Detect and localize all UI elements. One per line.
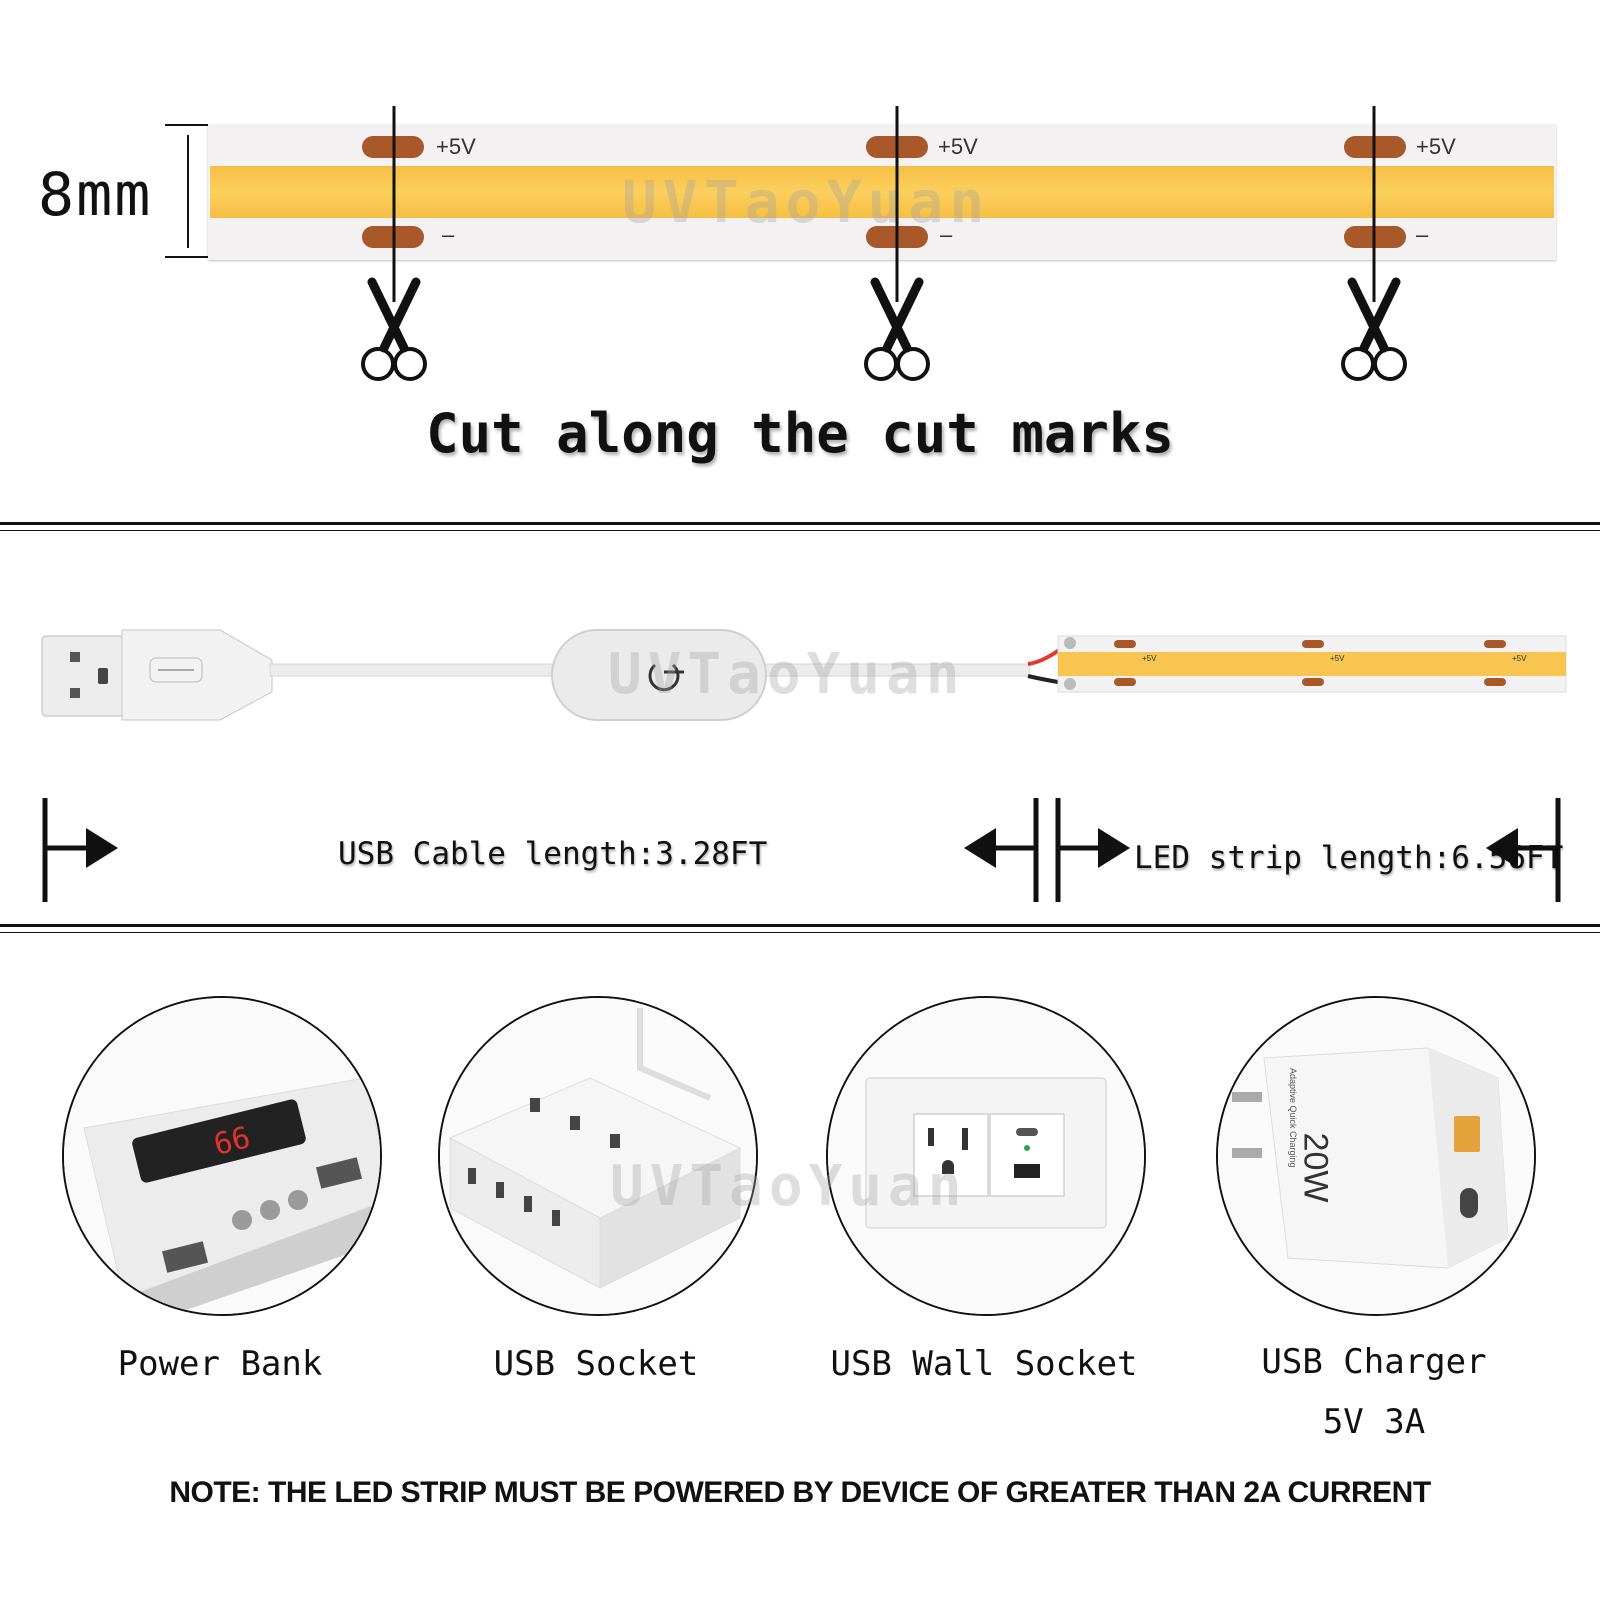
pad-minus-label: – [442,222,455,247]
charger-brand-text: Adaptive Quick Charging [1288,1068,1298,1168]
scissors-icon [361,106,427,381]
usb-plug-icon [41,635,125,717]
pad-plus-label: +5V [1512,654,1527,663]
length-dimension-arrows [42,798,1561,902]
section-divider [0,932,1600,933]
pad-minus-label: – [1416,222,1429,247]
scissors-icon [864,106,930,381]
power-button-icon [648,663,684,692]
usb-charger-icon [1218,998,1534,1314]
usb-symbol-icon [149,657,203,683]
device-label-usb-socket: USB Socket [493,1344,699,1384]
led-strip-length-label: LED strip length:6.56FT [1134,840,1564,876]
usb-socket-icon [440,998,756,1314]
power-bank-icon [64,998,380,1314]
power-requirement-note: NOTE: THE LED STRIP MUST BE POWERED BY D… [169,1476,1431,1509]
device-label-power-bank: Power Bank [117,1344,323,1384]
pad-plus-label: +5V [938,134,978,159]
power-bank-image: 66 [62,996,382,1316]
section-divider [0,522,1600,525]
pad-plus-label: +5V [1142,654,1157,663]
strip-width-label: 8mm [38,160,153,230]
pad-minus-label: – [940,222,953,247]
scissors-icon [1341,106,1407,381]
device-label-usb-charger: USB Charger [1261,1342,1487,1382]
device-label-usb-wall-socket: USB Wall Socket [830,1344,1138,1384]
width-dimension-bracket [165,124,208,258]
cut-caption: Cut along the cut marks [426,402,1174,465]
usb-wall-socket-icon [828,998,1144,1314]
charger-power-text: 20W [1296,1132,1335,1203]
usb-cable-length-label: USB Cable length:3.28FT [338,836,768,872]
usb-cable-assembly [41,629,1567,721]
pad-plus-label: +5V [1416,134,1456,159]
cob-light-band [210,166,1554,218]
usb-charger-image: 20W Adaptive Quick Charging [1216,996,1536,1316]
pad-plus-label: +5V [436,134,476,159]
scissors-group [361,106,1407,381]
section-divider [0,924,1600,927]
section-divider [0,530,1600,531]
usb-socket-image [438,996,758,1316]
pad-plus-label: +5V [1330,654,1345,663]
device-sublabel-usb-charger: 5V 3A [1322,1402,1426,1442]
usb-wall-socket-image [826,996,1146,1316]
